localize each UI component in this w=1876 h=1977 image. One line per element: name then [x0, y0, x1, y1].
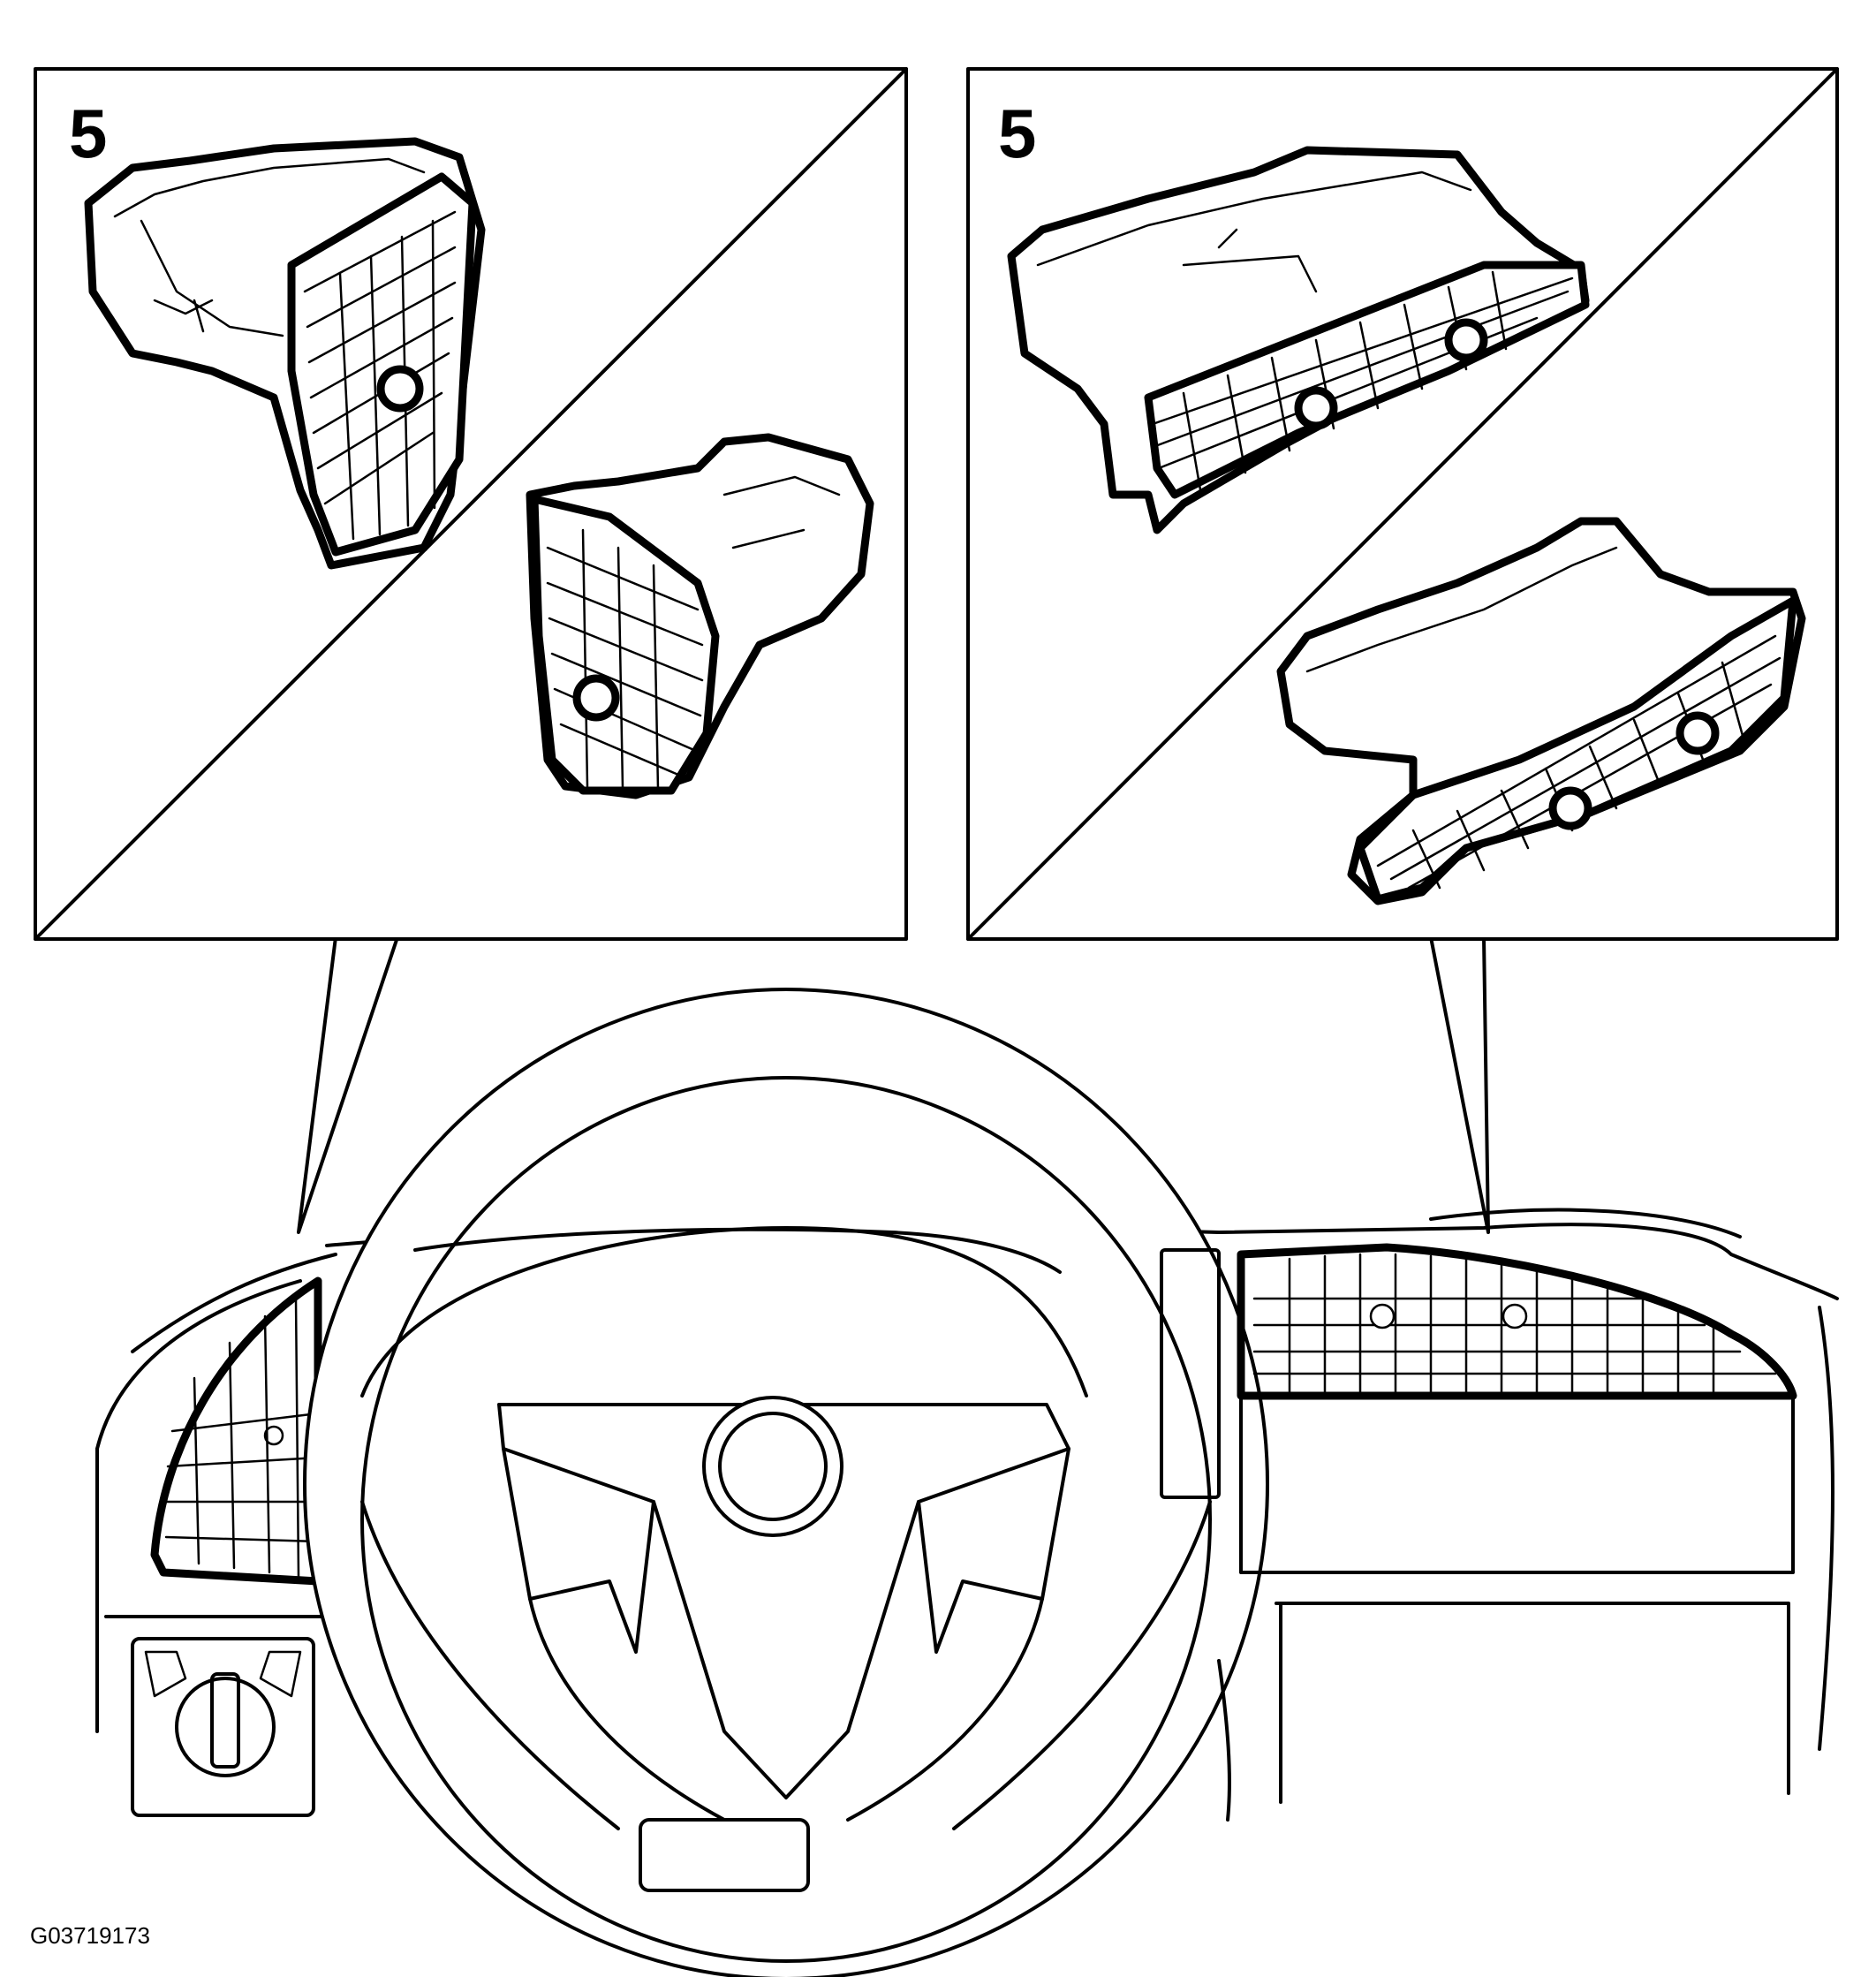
left-callout-pointer: [297, 935, 399, 1234]
dash-left-vent: [150, 1276, 322, 1586]
left-vent-alt-view: [526, 433, 874, 799]
right-callout-divider: [966, 67, 1839, 941]
dash-right-vent: [1237, 1243, 1797, 1400]
left-step-number: 5: [69, 95, 107, 172]
headlight-switch: [131, 1637, 315, 1817]
steering-wheel: [303, 988, 1269, 1977]
left-callout-box: 5: [34, 67, 908, 1234]
glovebox: [1239, 1394, 1795, 1574]
right-step-number: 5: [998, 95, 1036, 172]
dashboard: [95, 988, 1839, 1977]
left-vent-removed-view: [84, 137, 486, 570]
dash-center-vent: [1160, 1248, 1221, 1499]
right-callout-pointer: [1429, 935, 1490, 1234]
right-vent-alt-view: [1276, 517, 1806, 905]
right-callout-box: 5: [966, 67, 1839, 1234]
right-vent-removed-view: [1007, 146, 1590, 534]
left-callout-divider: [34, 67, 908, 941]
figure-id: G03719173: [30, 1922, 150, 1949]
